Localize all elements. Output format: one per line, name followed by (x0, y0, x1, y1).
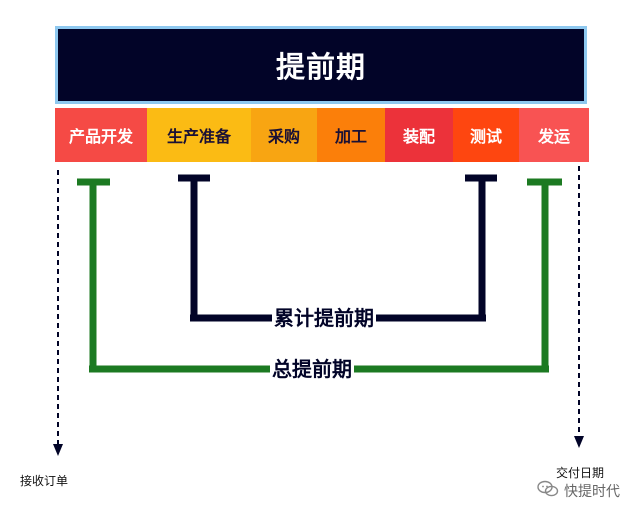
delivery-date-label: 交付日期 (556, 466, 605, 480)
lead-time-title-bar: 提前期 (55, 26, 587, 104)
order-received-label: 接收订单 (20, 474, 69, 488)
total-lead-time-bracket (77, 178, 562, 373)
stage-assembly: 装配 (385, 108, 453, 162)
stage-product-development: 产品开发 (55, 108, 147, 162)
stage-testing: 测试 (453, 108, 519, 162)
diagram-title: 提前期 (275, 50, 366, 84)
watermark: 快提时代 (537, 480, 620, 502)
stage-production-preparation: 生产准备 (147, 108, 251, 162)
cumulative-lead-time-bracket (178, 174, 497, 322)
stage-processing: 加工 (317, 108, 385, 162)
process-stage-row: 产品开发 生产准备 采购 加工 装配 测试 发运 (55, 108, 589, 162)
stage-procurement: 采购 (251, 108, 317, 162)
delivery-date-arrowhead (574, 436, 584, 448)
cumulative-lead-time-label: 累计提前期 (272, 306, 376, 330)
delivery-date-arrow (574, 166, 584, 448)
watermark-text: 快提时代 (564, 484, 620, 500)
stage-shipping: 发运 (519, 108, 589, 162)
order-received-arrow (53, 170, 63, 456)
total-lead-time-label: 总提前期 (270, 357, 354, 381)
wechat-icon (537, 480, 559, 502)
order-received-arrowhead (53, 444, 63, 456)
